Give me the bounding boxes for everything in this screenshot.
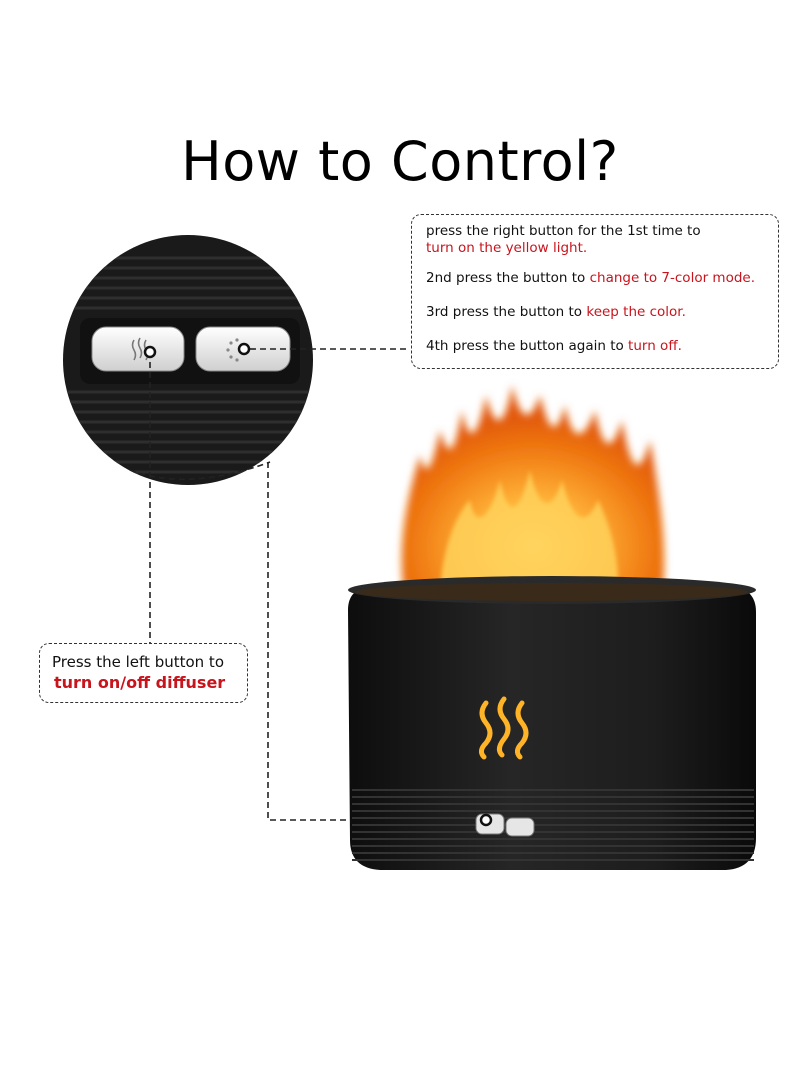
step-3-prefix: 3rd press the button to	[426, 304, 587, 320]
step-2-highlight: change to 7-color mode.	[589, 270, 755, 286]
step-1-prefix: press the right button for the 1st time …	[426, 223, 701, 239]
left-callout-line-1: Press the left button to	[52, 653, 224, 671]
left-callout-line-2: turn on/off diffuser	[54, 673, 226, 692]
page-title: How to Control?	[181, 130, 619, 193]
step-1-text: press the right button for the 1st time …	[426, 223, 778, 257]
callout-connectors	[129, 348, 480, 821]
wavy-steam-logo-icon	[478, 696, 529, 760]
diffuser-device	[348, 576, 756, 870]
zoom-circle	[63, 235, 313, 485]
left-button-instructions: Press the left button to turn on/off dif…	[39, 643, 248, 703]
device-button-marker	[479, 813, 493, 827]
right-button-marker	[237, 342, 251, 356]
step-4-highlight: turn off.	[628, 338, 682, 354]
step-3-text: 3rd press the button to keep the color.	[426, 304, 778, 321]
step-3-highlight: keep the color.	[586, 304, 686, 320]
step-1-highlight: turn on the yellow light.	[426, 240, 588, 256]
left-button-marker	[143, 345, 157, 359]
flame-effect	[401, 385, 665, 600]
step-4-prefix: 4th press the button again to	[426, 338, 629, 354]
zoom-left-button	[91, 326, 185, 372]
step-2-text: 2nd press the button to change to 7-colo…	[426, 270, 778, 287]
right-button-instructions: press the right button for the 1st time …	[411, 214, 779, 369]
light-icon	[226, 338, 239, 362]
device-right-button	[505, 817, 535, 837]
step-4-text: 4th press the button again to turn off.	[426, 338, 778, 355]
step-2-prefix: 2nd press the button to	[426, 270, 590, 286]
